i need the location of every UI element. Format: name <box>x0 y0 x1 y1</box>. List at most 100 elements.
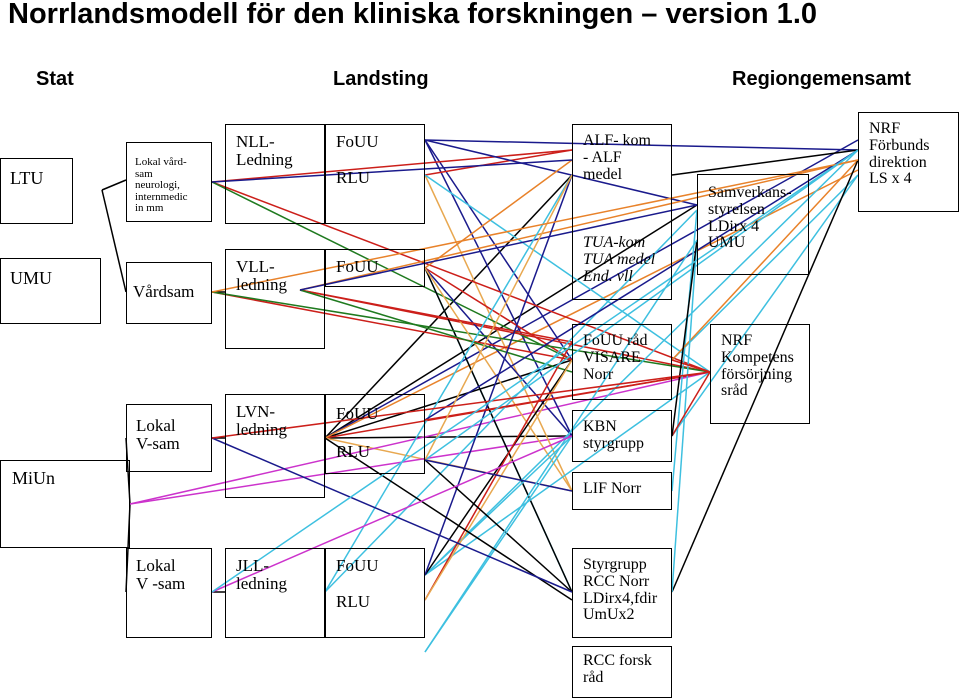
jll-ledning-label: JLL- ledning <box>236 556 287 593</box>
connector-line-orange <box>299 159 859 291</box>
connector-line-red <box>671 359 711 373</box>
connector-line-red <box>211 149 573 183</box>
connector-line-magenta <box>129 371 711 505</box>
umu-label: UMU <box>10 268 53 288</box>
styrgrupp-rcc-label: Styrgrupp RCC Norr LDirx4,fdir UmUx2 <box>583 556 658 624</box>
connector-line-red <box>424 371 711 421</box>
lvn-rlu-label: RLU <box>336 442 370 461</box>
connector-line-red <box>424 267 573 361</box>
header-regiongemensamt: Regiongemensamt <box>732 68 911 90</box>
connector-line-navy <box>424 459 573 492</box>
vardsam-box: Vårdsam <box>126 262 212 324</box>
connector-line-cyan <box>424 435 573 576</box>
connector-line-magenta <box>211 435 573 593</box>
lokal-vardsam-label: Lokal vård- sam neurologi, internmedic i… <box>135 156 188 215</box>
lvn-fouu-rlu-box: FoUU RLU <box>325 394 425 474</box>
connector-line-navy <box>424 149 859 421</box>
connector-line-cyan <box>324 174 573 593</box>
connector-line-black <box>424 267 573 593</box>
page-title: Norrlandsmodell för den kliniska forskni… <box>8 0 817 30</box>
vll-fouu-box: FoUU <box>325 249 425 287</box>
connector-line-cyan <box>324 209 698 593</box>
vll-ledning-box: VLL- ledning <box>225 249 325 349</box>
connector-line-red <box>424 149 573 176</box>
connector-line-red <box>424 341 573 601</box>
lokal-vsam-lvn-box: Lokal V-sam <box>126 404 212 472</box>
nrf-kompetens-box: NRF Kompetens försörjning sråd <box>710 324 810 424</box>
alf-kom-label: ALF- kom - ALF medel <box>583 132 651 183</box>
lif-norr-label: LIF Norr <box>583 480 642 497</box>
connector-line-orange <box>671 159 859 361</box>
connector-line-orange <box>424 159 573 269</box>
umu-box: UMU <box>0 258 101 324</box>
connector-line-black <box>671 159 859 593</box>
rcc-forsk-box: RCC forsk råd <box>572 646 672 698</box>
samverkan-label: Samverkans- styrelsen LDirx 4 UMU <box>708 184 792 252</box>
header-stat: Stat <box>36 68 74 90</box>
connector-line-cyan <box>671 174 859 437</box>
connector-line-navy <box>424 267 573 437</box>
nll-fouu-label: FoUU <box>336 132 379 151</box>
jll-rlu-label: RLU <box>336 592 370 611</box>
nrf-kompetens-label: NRF Kompetens försörjning sråd <box>721 332 794 400</box>
connector-line-navy <box>424 139 698 206</box>
lokal-vsam-jll-box: Lokal V -sam <box>126 548 212 638</box>
connector-line-red <box>671 371 711 437</box>
connector-line-navy <box>211 159 573 183</box>
connector-line-red <box>211 291 573 361</box>
fouu-rad-box: FoUU råd VISARE Norr <box>572 324 672 400</box>
connector-line-cyan <box>424 149 859 461</box>
tua-kom-label: TUA-kom TUA medel End. vll <box>583 234 656 285</box>
connector-line-cyan <box>424 371 711 576</box>
connector-line-navy <box>424 139 573 361</box>
connector-line-red <box>211 181 711 373</box>
nrf-forbund-label: NRF Förbunds direktion LS x 4 <box>869 120 930 188</box>
samverkan-box: Samverkans- styrelsen LDirx 4 UMU <box>697 174 809 275</box>
lvn-fouu-label: FoUU <box>336 404 379 423</box>
connector-line-orange <box>211 159 859 293</box>
kbn-box: KBN styrgrupp <box>572 410 672 462</box>
vll-ledning-label: VLL- ledning <box>236 257 287 294</box>
connector-line-navy <box>299 204 698 291</box>
connector-line-magenta <box>129 435 573 505</box>
miun-box: MiUn <box>0 460 130 548</box>
miun-label: MiUn <box>12 468 56 488</box>
jll-fouu-rlu-box: FoUU RLU <box>325 548 425 638</box>
connector-line-black <box>324 437 573 601</box>
connector-line-cyan <box>424 149 859 576</box>
connector-line-navy <box>211 437 573 593</box>
connector-line-green <box>211 291 711 373</box>
connector-line-red <box>211 371 711 439</box>
nll-fouu-rlu-box: FoUU RLU <box>325 124 425 224</box>
jll-fouu-label: FoUU <box>336 556 379 575</box>
styrgrupp-rcc-box: Styrgrupp RCC Norr LDirx4,fdir UmUx2 <box>572 548 672 638</box>
connector-line-black <box>324 435 573 439</box>
connector-line-red <box>299 289 573 343</box>
connector-line-cyan <box>211 149 859 593</box>
nll-ledning-label: NLL- Ledning <box>236 132 293 169</box>
alf-tua-box: ALF- kom - ALF medel TUA-kom TUA medel E… <box>572 124 672 300</box>
connector-line-cyan <box>671 174 859 361</box>
nll-ledning-box: NLL- Ledning <box>225 124 325 224</box>
jll-ledning-box: JLL- ledning <box>225 548 325 638</box>
connector-line-light_orange <box>424 174 573 492</box>
connector-line-black <box>424 459 573 593</box>
lvn-ledning-box: LVN- ledning <box>225 394 325 498</box>
connector-line-black <box>101 179 127 191</box>
nll-rlu-label: RLU <box>336 168 370 187</box>
lokal-vsam-lvn-label: Lokal V-sam <box>136 416 180 453</box>
fouu-rad-label: FoUU råd VISARE Norr <box>583 332 648 383</box>
vardsam-label: Vårdsam <box>133 282 195 301</box>
connector-line-green <box>299 289 573 373</box>
connector-line-navy <box>424 139 573 437</box>
connector-line-navy <box>324 139 859 439</box>
rcc-forsk-label: RCC forsk råd <box>583 652 652 686</box>
connector-line-orange <box>324 169 859 439</box>
connector-line-black <box>671 149 859 176</box>
lvn-ledning-label: LVN- ledning <box>236 402 287 439</box>
connector-line-black <box>101 189 127 293</box>
lif-norr-box: LIF Norr <box>572 472 672 510</box>
vll-fouu-label: FoUU <box>336 257 379 276</box>
header-landsting: Landsting <box>333 68 429 90</box>
connector-line-cyan <box>424 239 698 653</box>
